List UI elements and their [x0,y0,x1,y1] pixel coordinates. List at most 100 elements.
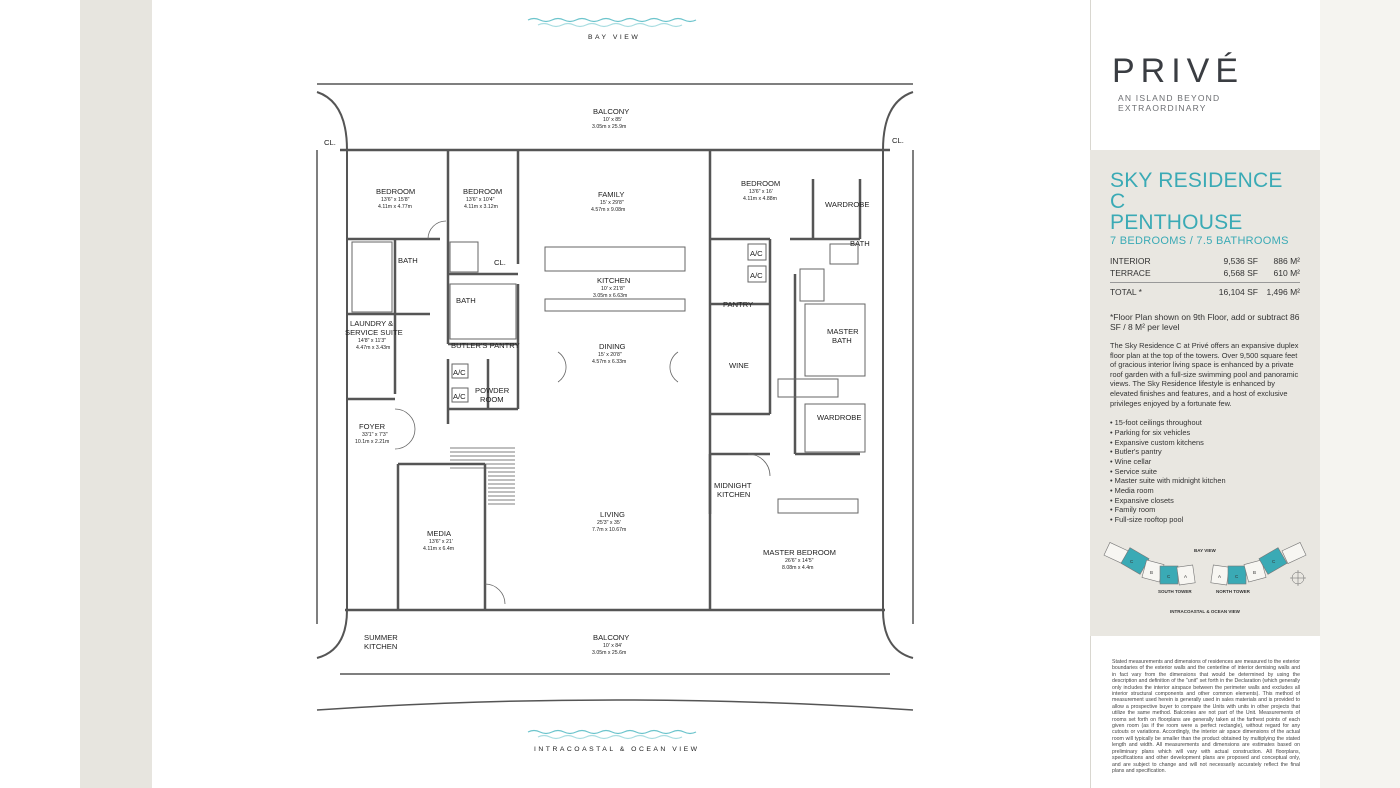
dining-label: DINING [599,342,626,351]
list-item: Family room [1110,505,1300,515]
kitchen-label: KITCHEN [597,276,630,285]
list-item: Butler's pantry [1110,447,1300,457]
floor-plan: BAY VIEW [316,17,914,753]
residence-description: The Sky Residence C at Privé offers an e… [1110,341,1299,408]
svg-text:C: C [1130,559,1134,564]
svg-text:KITCHEN: KITCHEN [717,490,750,499]
balcony-bottom-label: BALCONY [593,633,629,642]
ac-label: A/C [750,271,763,280]
brand-logo: PRIVÉ AN ISLAND BEYOND EXTRAORDINARY [1112,52,1302,113]
minimap-north-tower: NORTH TOWER [1216,589,1251,594]
cl-label: CL. [892,136,904,145]
list-item: Master suite with midnight kitchen [1110,476,1300,486]
list-item: Parking for six vehicles [1110,428,1300,438]
feature-list: 15-foot ceilings throughout Parking for … [1110,418,1300,525]
svg-text:15' x 20'8": 15' x 20'8" [598,352,622,358]
legal-disclaimer: Stated measurements and dimensions of re… [1112,659,1300,774]
compass-rose-icon [1290,570,1306,586]
wardrobe-label: WARDROBE [825,200,869,209]
list-item: Expansive closets [1110,496,1300,506]
list-item: Wine cellar [1110,457,1300,467]
residence-title: SKY RESIDENCE C [1110,169,1283,213]
wardrobe-label: WARDROBE [817,413,861,422]
top-wave-icon [527,17,697,28]
svg-text:26'6" x 14'5": 26'6" x 14'5" [785,558,814,564]
svg-text:13'6" x 21': 13'6" x 21' [429,539,453,545]
stat-row: TERRACE 6,568 SF 610 M² [1110,268,1300,278]
svg-text:3.05m x 25.6m: 3.05m x 25.6m [592,650,626,656]
minimap-south-tower: SOUTH TOWER [1158,589,1192,594]
minimap-ocean-view: INTRACOASTAL & OCEAN VIEW [1170,609,1241,614]
pantry-label: PANTRY [723,300,753,309]
bath-label: BATH [398,256,418,265]
list-item: Service suite [1110,467,1300,477]
minimap-bay-view: BAY VIEW [1194,548,1217,553]
svg-text:3.05m x 25.9m: 3.05m x 25.9m [592,124,626,130]
svg-text:7.7m x 10.67m: 7.7m x 10.67m [592,527,626,533]
area-stats: INTERIOR 9,536 SF 886 M² TERRACE 6,568 S… [1110,255,1300,298]
stat-row: INTERIOR 9,536 SF 886 M² [1110,256,1300,266]
stat-total-row: TOTAL * 16,104 SF 1,496 M² [1110,287,1300,297]
midnight-kitchen-label: MIDNIGHT [714,481,752,490]
svg-text:4.11m x 6.4m: 4.11m x 6.4m [423,546,454,552]
svg-text:10' x 21'8": 10' x 21'8" [601,286,625,292]
bedroom-1-label: BEDROOM [376,187,415,196]
svg-text:B: B [1150,570,1153,575]
master-bedroom-label: MASTER BEDROOM [763,548,836,557]
svg-text:C: C [1272,559,1276,564]
tower-key-plan: C B C A A C B C BAY VIEW SOUTH TOWER NOR… [1103,542,1307,614]
svg-text:BATH: BATH [832,336,852,345]
media-label: MEDIA [427,529,452,538]
living-label: LIVING [600,510,625,519]
svg-text:13'6" x 10'4": 13'6" x 10'4" [466,197,495,203]
ac-label: A/C [750,249,763,258]
balcony-top-label: BALCONY [593,107,629,116]
intracoastal-ocean-view-label: INTRACOASTAL & OCEAN VIEW [534,746,700,753]
svg-text:SERVICE SUITE: SERVICE SUITE [345,328,403,337]
cl-label: CL. [494,258,506,267]
prive-wordmark: PRIVÉ [1112,52,1245,90]
svg-text:C: C [1235,574,1239,579]
bedroom-3-label: BEDROOM [741,179,780,188]
stats-divider [1110,282,1300,283]
left-margin-band [80,0,152,788]
laundry-label: LAUNDRY & [350,319,393,328]
svg-text:14'8" x 11'3": 14'8" x 11'3" [358,338,386,344]
svg-text:10' x 84': 10' x 84' [603,643,622,649]
svg-text:A: A [1184,574,1187,579]
svg-text:KITCHEN: KITCHEN [364,642,397,651]
svg-text:33'1" x 7'3": 33'1" x 7'3" [362,432,388,438]
svg-text:4.11m x 4.77m: 4.11m x 4.77m [378,204,412,210]
list-item: 15-foot ceilings throughout [1110,418,1300,428]
powder-room-label: POWDER [475,386,510,395]
master-bath-label: MASTER [827,327,859,336]
family-label: FAMILY [598,190,624,199]
svg-text:8.08m x 4.4m: 8.08m x 4.4m [782,565,813,571]
svg-text:15' x 29'8": 15' x 29'8" [600,200,624,206]
floor-note: *Floor Plan shown on 9th Floor, add or s… [1110,312,1300,332]
brand-tagline: AN ISLAND BEYOND EXTRAORDINARY [1118,93,1221,113]
svg-text:10' x 85': 10' x 85' [603,117,622,123]
bottom-wave-icon [527,729,697,740]
cl-label: CL. [324,138,336,147]
residence-subtitle: 7 BEDROOMS / 7.5 BATHROOMS [1110,235,1289,247]
ac-label: A/C [453,368,466,377]
svg-text:B: B [1253,570,1256,575]
ac-label: A/C [453,392,466,401]
foyer-label: FOYER [359,422,386,431]
svg-text:4.47m x 3.43m: 4.47m x 3.43m [356,345,390,351]
residence-title-line2: PENTHOUSE [1110,211,1243,234]
wine-label: WINE [729,361,749,370]
svg-text:A: A [1218,574,1221,579]
svg-text:13'6" x 16': 13'6" x 16' [749,189,773,195]
bay-view-label: BAY VIEW [588,34,640,41]
svg-text:13'6" x 15'8": 13'6" x 15'8" [381,197,410,203]
svg-text:3.05m x 6.63m: 3.05m x 6.63m [593,293,627,299]
svg-text:ROOM: ROOM [480,395,504,404]
svg-text:4.11m x 4.88m: 4.11m x 4.88m [743,196,777,202]
svg-text:25'3" x 35': 25'3" x 35' [597,520,621,526]
bath-label: BATH [456,296,476,305]
butlers-pantry-label: BUTLER'S PANTRY [451,341,520,350]
bedroom-2-label: BEDROOM [463,187,502,196]
svg-text:C: C [1167,574,1171,579]
